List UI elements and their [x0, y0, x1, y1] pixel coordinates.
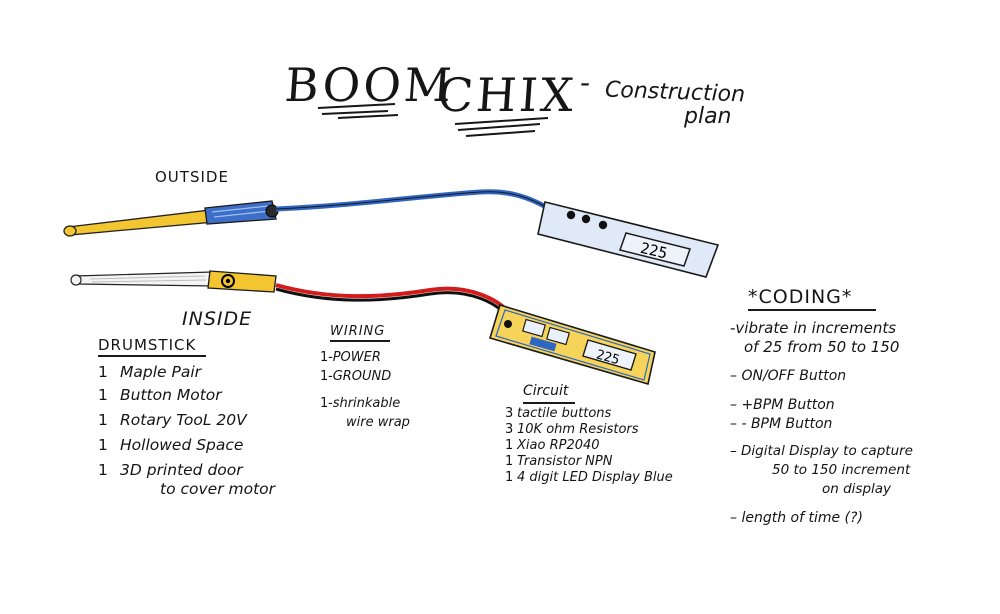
- inside-button-motor-center: [225, 278, 231, 284]
- coding-item-2: – ON/OFF Button: [730, 368, 847, 384]
- title-boom: BOOM: [283, 58, 457, 112]
- inside-black-wire: [275, 287, 512, 321]
- title-dash: -: [580, 66, 591, 99]
- inside-drumstick-tip: [70, 274, 82, 286]
- coding-list: *CODING* -vibrate in increments of 25 fr…: [730, 286, 913, 528]
- outside-label: OUTSIDE: [155, 168, 229, 186]
- outside-button-3: [598, 220, 608, 230]
- drumstick-heading: DRUMSTICK: [98, 336, 206, 357]
- title-construction: Construction: [604, 77, 746, 108]
- inside-button-2: [545, 326, 571, 346]
- title-underline-chix: [454, 117, 549, 131]
- inside-display: [582, 339, 637, 371]
- coding-item-5-cont: 50 to 150 increment: [772, 462, 911, 478]
- coding-item-5-cont2: on display: [822, 481, 892, 497]
- coding-item-4: – - BPM Button: [730, 416, 833, 432]
- inside-label: INSIDE: [182, 308, 253, 330]
- outside-display: [619, 232, 691, 267]
- outside-button-2: [581, 214, 591, 224]
- inside-display-value: 225: [594, 347, 621, 368]
- drumstick-item-5-cont: to cover motor: [160, 480, 276, 498]
- coding-item-5: – Digital Display to capture: [730, 443, 913, 459]
- coding-item-3: – +BPM Button: [730, 397, 835, 413]
- title-chix: CHIX: [436, 68, 579, 122]
- outside-display-value: 225: [639, 239, 669, 263]
- inside-motor-housing: [207, 270, 277, 293]
- coding-heading: *CODING*: [748, 286, 876, 311]
- title-underline-boom-extra: [337, 114, 399, 119]
- wiring-heading: WIRING: [330, 324, 390, 342]
- outside-wire-outline: [275, 191, 549, 210]
- wiring-item-2: 1-GROUND: [320, 369, 392, 384]
- outside-drumstick: 225: [63, 189, 720, 278]
- inside-solder-point: [504, 320, 512, 328]
- wiring-item-1: 1-POWER: [320, 350, 381, 365]
- outside-button-1: [566, 210, 576, 220]
- wiring-list: WIRING 1-POWER 1-GROUND 1-shrinkable wir…: [320, 324, 410, 432]
- inside-drumstick-hollow: [89, 275, 207, 283]
- coding-item-6: – length of time (?): [730, 510, 863, 526]
- outside-wrap-highlight: [211, 205, 271, 218]
- inside-red-wire: [275, 283, 514, 318]
- outside-drumstick-wrap: [204, 200, 277, 225]
- inside-microcontroller: [529, 336, 557, 352]
- wiring-item-3: 1-shrinkable: [320, 396, 401, 411]
- inside-button-1: [521, 318, 547, 338]
- coding-item-1: -vibrate in increments: [730, 319, 897, 337]
- outside-drumstick-tip: [63, 225, 77, 237]
- inside-drumstick: 225: [70, 270, 656, 386]
- inside-board-trace: [495, 309, 651, 381]
- title-plan: plan: [684, 104, 732, 129]
- coding-item-1-cont: of 25 from 50 to 150: [744, 338, 900, 356]
- inside-circuit-board: [488, 304, 656, 386]
- circuit-heading: Circuit: [523, 382, 575, 404]
- outside-drumstick-wood: [67, 209, 215, 236]
- wiring-item-3-cont: wire wrap: [346, 415, 410, 430]
- title-underline-boom: [317, 103, 396, 115]
- title-underline-chix-extra: [465, 130, 536, 137]
